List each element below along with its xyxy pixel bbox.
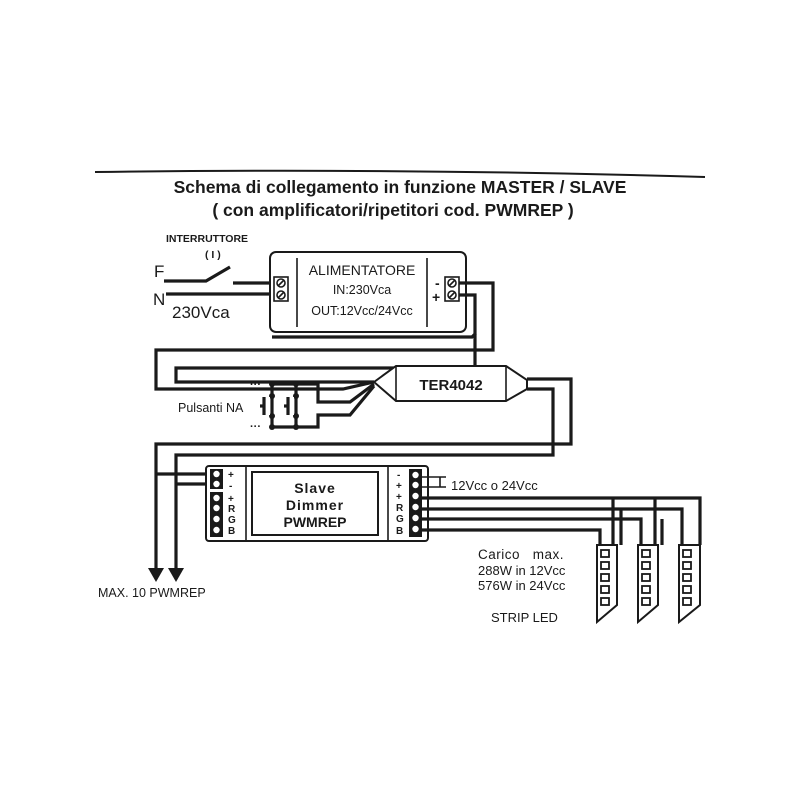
power-supply-minus: - [435, 275, 440, 291]
wire-bus-r [422, 507, 684, 545]
slave-left-terminals: + - + R G B [210, 469, 236, 537]
wire-ctrl-out-1 [154, 377, 573, 568]
svg-text:+: + [228, 470, 234, 481]
slave-name-line1: Slave [294, 480, 336, 496]
svg-text:···: ··· [250, 379, 261, 391]
led-strip-1 [596, 544, 618, 625]
wire-psu-plus-route [174, 334, 477, 384]
supply-lead-lines [422, 476, 446, 488]
ter4042-controller: TER4042 [372, 365, 528, 402]
push-buttons-label: Pulsanti NA [178, 401, 244, 415]
mains-voltage-label: 230Vca [172, 303, 230, 322]
phase-label: F [154, 262, 164, 281]
power-supply-input: IN:230Vca [333, 283, 391, 297]
svg-text:+: + [228, 494, 234, 505]
svg-text:+: + [396, 481, 402, 492]
slave-name-line2: Dimmer [286, 497, 344, 513]
wire-ctrl-out-2 [174, 387, 555, 568]
wire-psu-minus [154, 281, 495, 391]
switch-symbol: ( I ) [205, 249, 221, 261]
svg-text:R: R [396, 503, 404, 514]
slave-right-terminals: - + + R G B [396, 469, 422, 537]
terminal-block-output [444, 276, 460, 302]
wire-bus-plus [422, 496, 702, 545]
svg-text:B: B [396, 526, 403, 537]
switch-label: INTERRUTTORE [166, 233, 248, 245]
strip-led-label: STRIP LED [491, 610, 558, 625]
supply-note: 12Vcc o 24Vcc [451, 478, 538, 493]
svg-text:R: R [228, 504, 236, 515]
led-strip-3 [678, 544, 701, 625]
diagram-subtitle: ( con amplificatori/ripetitori cod. PWMR… [212, 200, 573, 220]
power-supply-name: ALIMENTATORE [309, 262, 416, 278]
slave-name-line3: PWMREP [284, 514, 347, 530]
arrow-down-icon [168, 568, 184, 582]
svg-text:-: - [397, 470, 400, 481]
svg-text:G: G [228, 515, 236, 526]
wire-bus-b [422, 528, 602, 545]
slave-dimmer: + - + R G B - + + R G B Slave Dimmer PWM… [205, 465, 429, 542]
load-title: Carico max. [478, 547, 564, 562]
terminal-block-input [273, 276, 289, 302]
arrow-down-icon [148, 568, 164, 582]
push-buttons-icon: ··· ··· [250, 379, 376, 433]
svg-text:···: ··· [250, 421, 261, 433]
led-strip-2 [637, 544, 659, 625]
ter4042-label: TER4042 [419, 377, 482, 394]
max-pwmrep-note: MAX. 10 PWMREP [98, 586, 206, 600]
switch-icon [164, 265, 274, 296]
svg-text:G: G [396, 514, 404, 525]
load-12v: 288W in 12Vcc [478, 563, 566, 578]
power-supply-output: OUT:12Vcc/24Vcc [311, 304, 412, 318]
power-supply: ALIMENTATORE IN:230Vca OUT:12Vcc/24Vcc -… [269, 251, 467, 333]
top-border-line [94, 169, 706, 178]
svg-text:-: - [229, 481, 232, 492]
diagram-title: Schema di collegamento in funzione MASTE… [174, 177, 627, 197]
neutral-label: N [153, 290, 165, 309]
power-supply-plus: + [432, 289, 440, 305]
svg-text:B: B [228, 526, 235, 537]
load-24v: 576W in 24Vcc [478, 578, 566, 593]
wire-bus-g [422, 517, 643, 545]
svg-text:+: + [396, 492, 402, 503]
